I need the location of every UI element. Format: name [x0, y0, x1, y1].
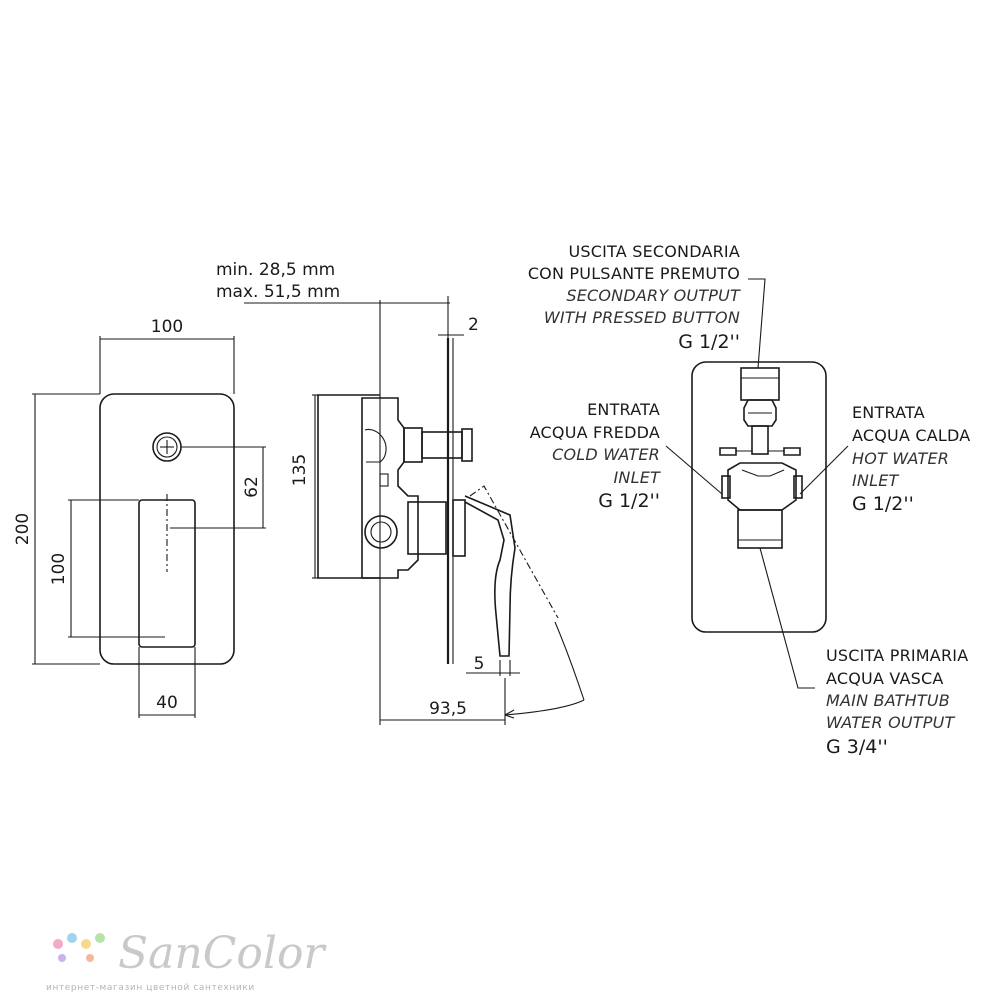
svg-text:ACQUA CALDA: ACQUA CALDA: [852, 426, 970, 445]
svg-text:WITH PRESSED BUTTON: WITH PRESSED BUTTON: [544, 308, 740, 327]
main-output-leader: [759, 547, 815, 689]
lever-rotation-path: [469, 485, 559, 619]
svg-text:G 1/2'': G 1/2'': [852, 493, 914, 515]
sancolor-logo: SanColor интернет-магазин цветной сантех…: [46, 928, 327, 993]
svg-text:HOT WATER: HOT WATER: [852, 449, 949, 468]
lever-width-dimension: 40: [156, 693, 178, 713]
cold-inlet-callout: ENTRATA ACQUA FREDDA COLD WATER INLET G …: [530, 400, 661, 512]
main-output-callout: USCITA PRIMARIA ACQUA VASCA MAIN BATHTUB…: [826, 646, 968, 758]
svg-text:USCITA PRIMARIA: USCITA PRIMARIA: [826, 646, 968, 665]
secondary-output-leader: [748, 278, 766, 369]
svg-text:ACQUA FREDDA: ACQUA FREDDA: [530, 423, 660, 442]
svg-text:INLET: INLET: [614, 468, 662, 487]
button-offset-dimension: 62: [242, 476, 262, 498]
logo-dot: [67, 933, 77, 943]
svg-text:ACQUA VASCA: ACQUA VASCA: [826, 669, 944, 688]
svg-text:MAIN BATHTUB: MAIN BATHTUB: [826, 691, 950, 710]
front-width-dimension: 100: [151, 317, 183, 337]
svg-text:G 1/2'': G 1/2'': [678, 331, 740, 353]
logo-dot: [58, 954, 66, 962]
front-height-dimension: 200: [13, 513, 33, 545]
rear-mounting-plate: [691, 361, 827, 633]
diverter-button: [152, 432, 182, 462]
svg-text:G 3/4'': G 3/4'': [826, 736, 888, 758]
mixer-lever-front: [138, 499, 196, 648]
logo-dot: [81, 939, 91, 949]
svg-text:SECONDARY OUTPUT: SECONDARY OUTPUT: [566, 286, 741, 305]
valve-assembly-rear: [719, 367, 803, 549]
logo-dot: [95, 933, 105, 943]
depth-min-label: min. 28,5 mm: [216, 260, 335, 280]
svg-text:G 1/2'': G 1/2'': [598, 490, 660, 512]
svg-text:USCITA SECONDARIA: USCITA SECONDARIA: [569, 242, 741, 261]
svg-text:COLD WATER: COLD WATER: [552, 445, 660, 464]
front-cover-plate: [99, 393, 235, 665]
total-depth-dimension: 93,5: [429, 699, 467, 719]
body-height-dimension: 135: [290, 454, 310, 486]
logo-dot: [53, 939, 63, 949]
logo-dot: [86, 954, 94, 962]
lever-gap-dimension: 5: [474, 654, 485, 674]
cold-inlet-leader: [665, 445, 723, 495]
logo-dots: [53, 933, 105, 962]
plate-thickness-dimension: 2: [468, 315, 479, 335]
svg-text:WATER OUTPUT: WATER OUTPUT: [826, 713, 956, 732]
front-view: 100 200 62 100 40: [13, 317, 266, 718]
secondary-output-callout: USCITA SECONDARIA CON PULSANTE PREMUTO S…: [528, 242, 741, 353]
hot-inlet-leader: [799, 445, 849, 495]
logo-tagline: интернет-магазин цветной сантехники: [46, 983, 255, 993]
logo-name: SanColor: [118, 928, 327, 979]
svg-text:ENTRATA: ENTRATA: [852, 403, 925, 422]
svg-text:INLET: INLET: [852, 471, 900, 490]
hot-inlet-callout: ENTRATA ACQUA CALDA HOT WATER INLET G 1/…: [852, 403, 970, 515]
svg-text:ENTRATA: ENTRATA: [587, 400, 660, 419]
svg-text:CON PULSANTE PREMUTO: CON PULSANTE PREMUTO: [528, 264, 740, 283]
rear-view: USCITA SECONDARIA CON PULSANTE PREMUTO S…: [528, 242, 970, 758]
side-outlet-port: [364, 515, 398, 549]
lever-height-dimension: 100: [49, 553, 69, 585]
valve-body-side: [361, 397, 419, 579]
depth-max-label: max. 51,5 mm: [216, 282, 340, 302]
side-view: min. 28,5 mm max. 51,5 mm 2 135 5 93,5: [216, 260, 585, 725]
wall-box-outline: [317, 394, 380, 579]
mixer-lever-side: [464, 495, 516, 657]
